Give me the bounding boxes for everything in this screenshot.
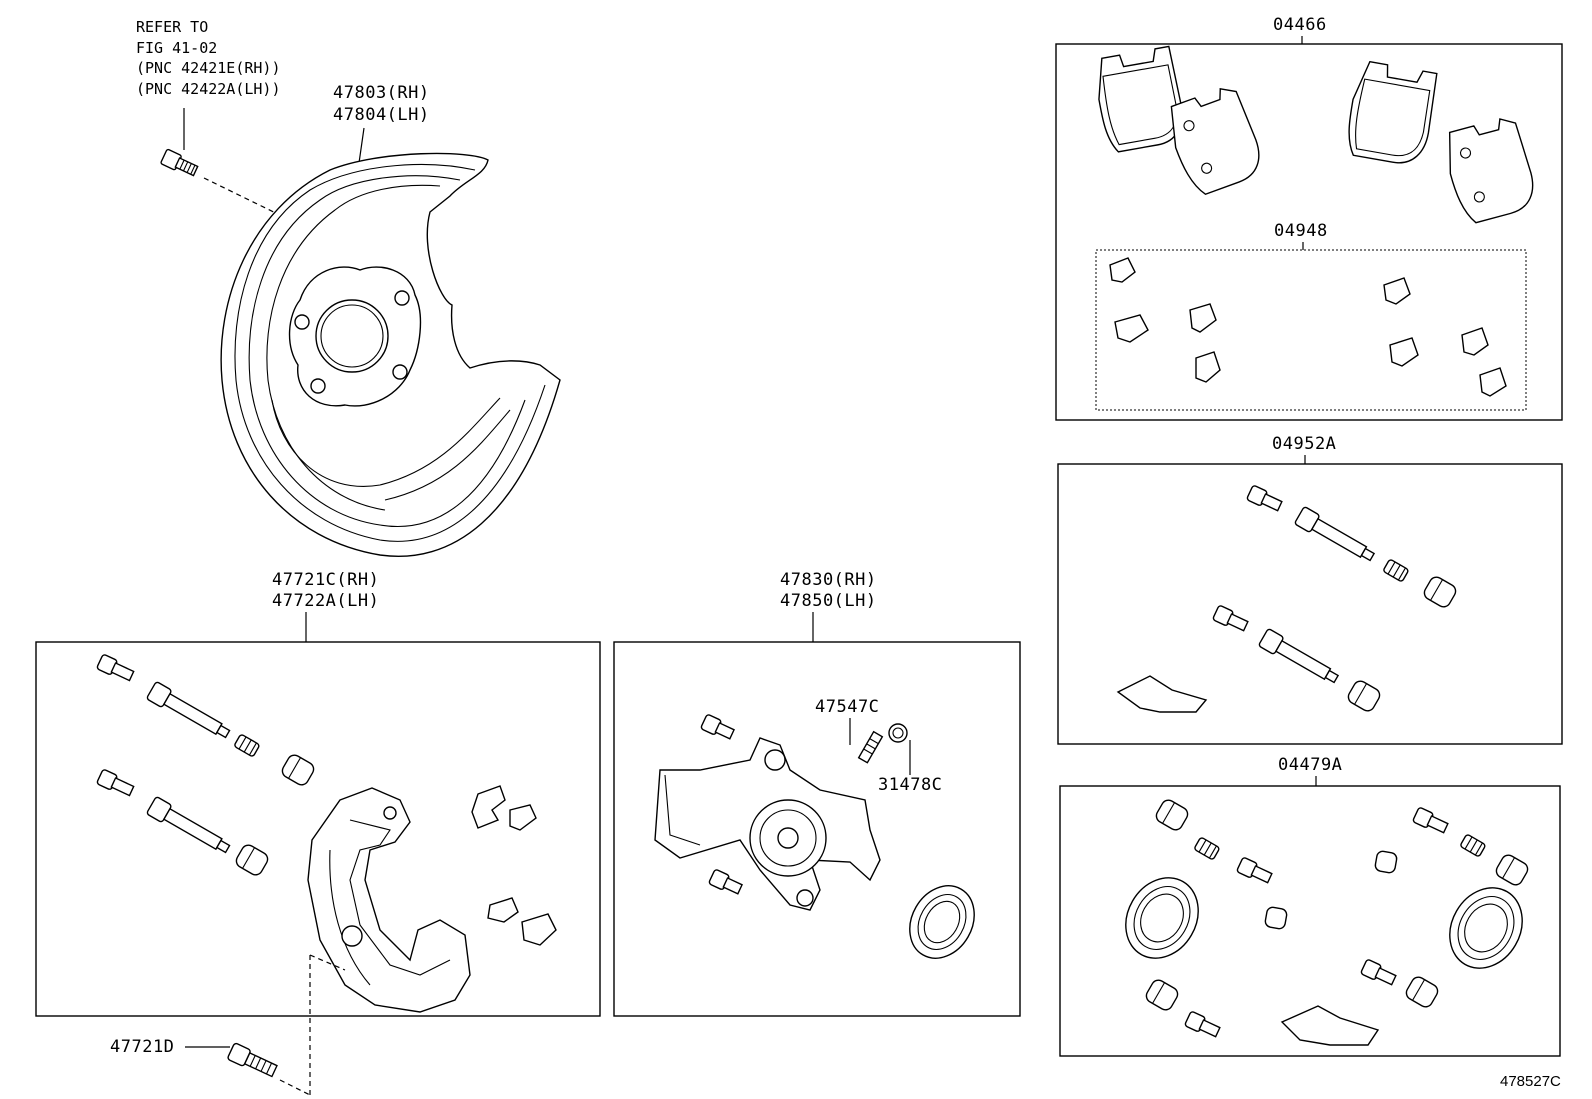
slide-kit-box [1057,463,1563,745]
label-cylinder-lh: 47850(LH) [780,591,877,611]
label-bleeder: 47547C [815,697,879,717]
label-dust-cover-rh: 47803(RH) [333,83,430,103]
refer-note-line-1: REFER TO [136,18,208,36]
bolt-d-part [227,1042,278,1078]
refer-note-line-3: (PNC 42421E(RH)) [136,59,281,77]
refer-note-line-4: (PNC 42422A(LH)) [136,80,281,98]
dust-cover-bolt [160,148,199,177]
grease-packet [1116,675,1208,713]
mounting-parts [96,654,557,1013]
slide-kit-parts [1116,485,1457,713]
diagram-reference-code: 478527C [1500,1073,1561,1090]
brake-pads [1098,45,1534,224]
bolt-d-dash-line [279,1079,311,1096]
label-dust-cover-lh: 47804(LH) [333,105,430,125]
label-cylinder-rh: 47830(RH) [780,570,877,590]
label-cylinder-kit: 04479A [1278,755,1342,775]
refer-note-line-2: FIG 41-02 [136,39,217,57]
label-bolt-d: 47721D [110,1037,174,1057]
cylinder-kit-grease-packet [1280,1005,1380,1046]
label-mounting-rh: 47721C(RH) [272,570,379,590]
anti-squeal-clips [1109,257,1507,397]
label-mounting-lh: 47722A(LH) [272,591,379,611]
cylinder-kit-box [1059,785,1561,1057]
bolt-dash-line [203,177,291,221]
dust-cover-plate [220,152,561,557]
refer-note: REFER TO FIG 41-02 (PNC 42421E(RH)) (PNC… [136,18,281,98]
mounting-assembly-box [35,641,601,1017]
pad-kit-box [1055,43,1563,421]
label-pad-kit: 04466 [1273,15,1327,35]
cylinder-kit-parts [1125,799,1529,1046]
cylinder-parts [654,714,975,959]
anti-squeal-box [1095,249,1527,411]
label-anti-squeal: 04948 [1274,221,1328,241]
label-cap: 31478C [878,775,942,795]
bracket-dash-line-2 [309,954,346,971]
label-slide-kit: 04952A [1272,434,1336,454]
cylinder-assembly-box [613,641,1021,1017]
